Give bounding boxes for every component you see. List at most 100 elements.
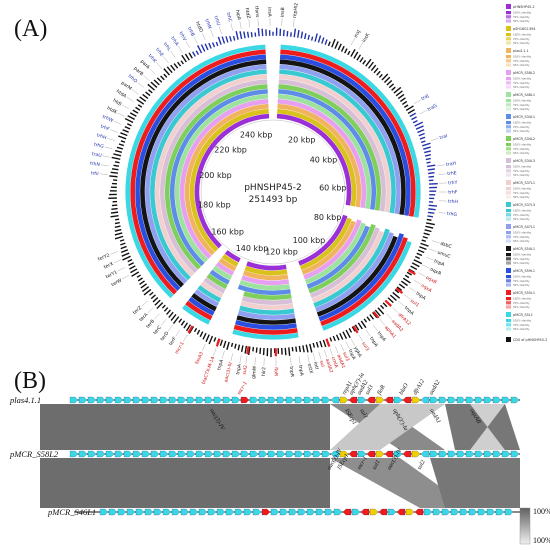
gene-arrow [420,396,430,404]
cds-mark [302,345,305,353]
gene-arrow [312,396,322,404]
cds-mark [126,123,132,127]
legend-identity-swatch [506,151,511,155]
gene-label: trhV [178,31,188,43]
ring-segment [188,296,215,316]
gene-arrow [105,396,115,404]
gene-arrow [474,450,484,458]
gene-arrow [375,450,385,458]
cds-mark [370,64,377,72]
cds-mark [114,235,124,240]
gene-label: tnpA [347,348,357,361]
cds-mark [173,63,179,69]
gene-arrow [483,450,493,458]
cds-mark [226,341,230,350]
cds-mark [297,30,300,38]
gene-arrow [405,508,415,516]
cds-mark [135,106,141,111]
cds-mark [222,340,227,349]
legend-identity-swatch [506,191,511,195]
legend-identity-swatch [506,63,511,67]
gene-arrow [429,396,439,404]
cds-mark [393,86,402,94]
gene-arrow [420,450,430,458]
gene-label: fosA3 [194,351,205,365]
gene-label: trhH [96,132,107,141]
cds-mark [427,215,434,218]
gene-arrow [186,396,196,404]
cds-mark [235,31,239,40]
gene-label-leader [438,173,447,175]
cds-mark [247,346,251,356]
cds-mark [314,33,318,42]
legend-swatch [506,114,511,119]
ring-segment [241,275,290,286]
gene-arrow [258,396,268,404]
ring-segment [280,49,416,217]
gene-arrow [69,450,79,458]
cds-mark [205,334,210,342]
gene-label: ygkA [352,346,363,360]
legend-identity-swatch [506,279,511,283]
legend-identity-label: 100% identity [513,165,532,169]
gene-label-leader [335,346,339,354]
ring-segment [182,304,211,325]
cds-mark [154,299,161,306]
center-plasmid-size: 251493 bp [249,195,298,205]
cds-mark [257,28,260,37]
gene-label-leader [219,26,222,34]
gene-label-leader [350,338,355,346]
legend-identity-swatch [506,125,511,129]
gene-arrow [132,396,142,404]
gene-label-leader [100,164,109,167]
gene-arrow [366,450,376,458]
synteny-band [470,404,505,450]
legend-identity-label: 100% identity [513,231,532,235]
cds-mark [383,76,391,83]
legend-identity-label: 100% identity [513,275,532,279]
cds-mark [416,252,423,257]
cds-mark [170,314,177,321]
ring-segment [308,223,376,294]
legend-identity-swatch [506,81,511,85]
gene-arrow [474,396,484,404]
cds-mark [180,60,184,65]
cds-mark [204,43,209,51]
gene-label-leader [126,96,134,102]
ring-segment [239,279,291,291]
center-plasmid-name: pHNSHP45-2 [244,183,302,193]
ring-segment [278,84,381,211]
gene-label: sul1 [409,298,420,309]
legend-identity-swatch [506,37,511,41]
legend-identity-swatch [506,11,511,15]
cds-mark [111,207,118,210]
cds-mark [335,334,340,341]
kbp-tick-label: 20 kbp [288,135,316,144]
gene-label: trhH [448,199,458,206]
cds-mark [109,175,118,178]
gene-arrow [306,508,316,516]
scale-bottom-label: 100% [533,536,550,545]
gene-label-leader [413,99,421,105]
gene-label: tnpA [415,290,428,302]
gene-label-leader [210,29,214,37]
cds-mark [148,89,153,94]
cds-mark [124,117,134,124]
ring-segment [212,265,233,281]
legend-identity-swatch [506,121,511,125]
gene-label: floR [273,367,279,377]
cds-mark [142,93,149,99]
cds-mark [116,146,123,150]
gene-label: trhL [162,41,172,52]
legend-identity-label: 50% identity [513,19,530,23]
gene-label: trhG [93,142,105,151]
gene-label-leader [239,20,242,29]
ring-segment [224,250,241,263]
gene-label-leader [221,350,225,359]
resistance-cds-mark [384,299,392,307]
gene-arrow [114,450,124,458]
cds-mark [114,228,122,232]
cds-mark [340,45,345,52]
legend-label: pMCR_S59L1 [513,269,535,273]
